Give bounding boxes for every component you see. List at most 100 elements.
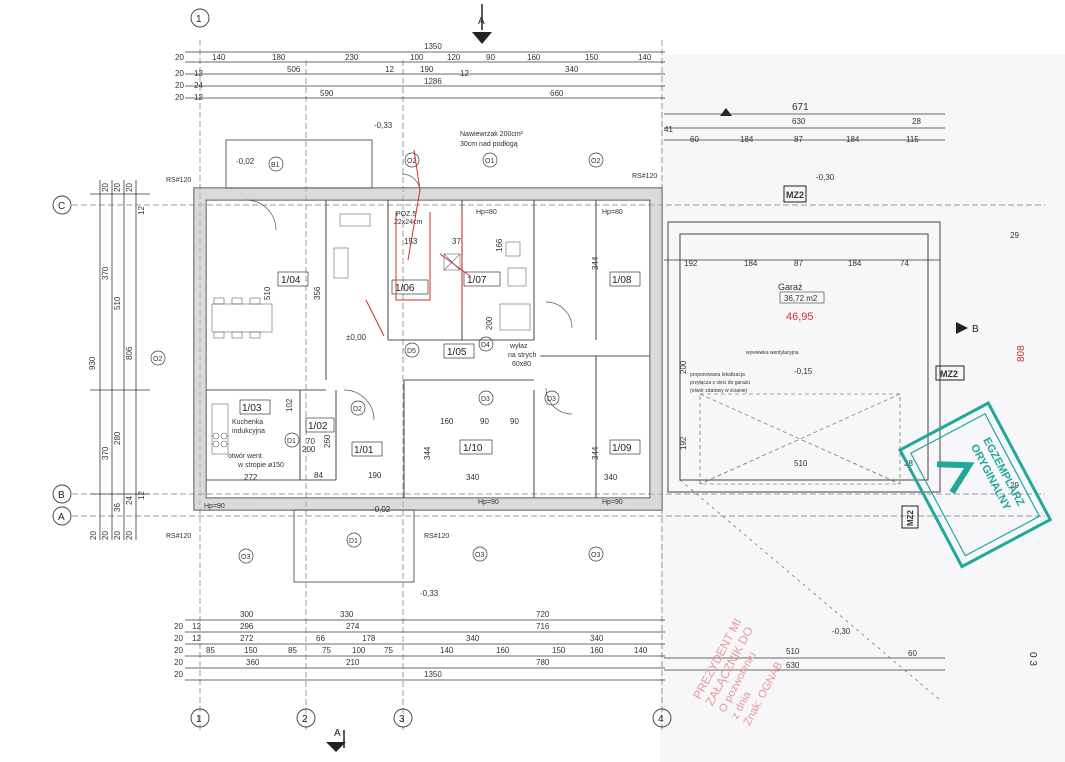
- rs-right-top: RS#120: [632, 173, 657, 180]
- garage-level-bottom: -0,30: [832, 627, 851, 636]
- el-d3b: D3: [547, 396, 556, 403]
- room-1-01: 1/01: [354, 445, 374, 456]
- el-d2: D2: [353, 406, 362, 413]
- dim-bot-272: 272: [240, 634, 254, 643]
- garage-dims-lines: [664, 113, 945, 671]
- el-o3b: O3: [475, 552, 484, 559]
- room-labels: 1/04 1/06 1/07 1/08 1/03 1/02 1/01 1/10 …: [242, 275, 632, 456]
- room-1-10: 1/10: [463, 443, 483, 454]
- el-o3a: O3: [241, 554, 250, 561]
- room-1-07: 1/07: [467, 275, 487, 286]
- level-top: -0,33: [374, 121, 393, 130]
- dim-bot-m7: 12: [192, 634, 201, 643]
- room-1-01-190: 190: [368, 471, 382, 480]
- dim-top-m7: 12: [194, 93, 203, 102]
- garage-dim-115: 115: [906, 135, 919, 144]
- dim-bot-85: 85: [206, 646, 215, 655]
- dim-bot-85b: 85: [288, 646, 297, 655]
- garage-note-3: przyłącza z sieci do garażu: [690, 380, 750, 386]
- hp90-2: Hp=90: [478, 499, 499, 506]
- dim-top-660: 660: [550, 89, 564, 98]
- el-o1: O1: [485, 158, 494, 165]
- dim-left-930: 930: [88, 356, 97, 370]
- dim-bot-m2: 20: [174, 634, 183, 643]
- dim-bot-m5: 20: [174, 670, 183, 679]
- axis-bubbles: [52, 8, 672, 728]
- room-1-10-344: 344: [423, 446, 432, 460]
- element-labels: B1 O2 O1 O2 O2 D2 D5 D4 D3 D3 D1 D1 O3 O…: [153, 158, 600, 561]
- dim-top-1286: 1286: [424, 77, 442, 86]
- room-tags: [239, 271, 641, 457]
- dim-bot-100: 100: [352, 646, 366, 655]
- vent-hole-2: w stropie: [237, 462, 266, 469]
- dim-left-20d: 20: [89, 531, 98, 540]
- rs-mid-bottom: RS#120: [424, 533, 449, 540]
- room-dims: 510 356 153 37 166 200 344 70 200 260 84…: [244, 237, 618, 482]
- el-o2c: O2: [153, 356, 162, 363]
- vent-sub: 30cm nad podłogą: [460, 141, 518, 148]
- room-1-06-37: 37: [452, 237, 461, 246]
- dim-bot-160b: 160: [590, 646, 604, 655]
- room-1-08: 1/08: [612, 275, 632, 286]
- dim-bot-716: 716: [536, 622, 550, 631]
- garage-area-red: 46,95: [786, 311, 814, 323]
- garage-inner-184: 184: [744, 259, 758, 268]
- dim-top-90: 90: [486, 53, 495, 62]
- garage-note-4: (otwór zdatowy w ścianie): [690, 388, 748, 394]
- dim-left-370b: 370: [101, 446, 110, 460]
- rs-left-bottom: RS#120: [166, 533, 191, 540]
- poz5: POZ.5: [396, 211, 416, 218]
- right-edge-text: 808 0 3: [1016, 345, 1038, 666]
- room-1-09-344: 344: [591, 446, 600, 460]
- dims-top-text: 1350 140 180 230 100 120 90 160 150 140 …: [175, 42, 652, 102]
- dim-top-140b: 140: [638, 53, 652, 62]
- dim-left-20f: 20: [113, 531, 122, 540]
- wylaz: wyłaz: [509, 343, 528, 350]
- el-d5: D5: [407, 348, 416, 355]
- dim-bot-140: 140: [440, 646, 454, 655]
- axis-row-b: B: [58, 490, 65, 501]
- axis-lines: [72, 204, 1045, 517]
- right-edge-03: 0 3: [1027, 652, 1038, 666]
- dim-left-20b: 20: [113, 183, 122, 192]
- el-d6: D1: [287, 438, 296, 445]
- garage-level: -0,15: [794, 367, 813, 376]
- garage-right-29a: 29: [1010, 231, 1019, 240]
- garage-labels: Garaż 36,72 m2 46,95 -0,15 -0,30 -0,30 w…: [690, 173, 851, 636]
- dim-top-m6: 24: [194, 81, 203, 90]
- room-1-04-510: 510: [263, 286, 272, 300]
- garage-note-2: proponowana lokalizacja: [690, 372, 745, 378]
- dims-bottom-text: 300 330 720 296 274 716 272 66 178 340 3…: [174, 610, 648, 679]
- section-markers: A A B: [326, 4, 979, 752]
- el-d3a: D3: [481, 396, 490, 403]
- dim-left-20a: 20: [101, 183, 110, 192]
- dim-bot-m4: 20: [174, 658, 183, 667]
- dim-bot-140b: 140: [634, 646, 648, 655]
- section-a-top: A: [478, 16, 485, 27]
- levels: -0,33 -0,33 -0,02 -0,02 ±0,00: [236, 121, 439, 598]
- dim-top-180: 180: [272, 53, 286, 62]
- dim-bot-720: 720: [536, 610, 550, 619]
- garage-inner-74: 74: [900, 259, 909, 268]
- garage-dim-87: 87: [794, 135, 803, 144]
- dims-left-text: 370 510 930 806 280 370 24 36 20 20 20 2…: [88, 183, 146, 540]
- axis-col-3: 3: [399, 714, 405, 725]
- dim-left-510: 510: [113, 296, 122, 310]
- dim-top-m4: 20: [175, 93, 184, 102]
- garage-sheet: [660, 55, 1065, 762]
- dim-left-24: 24: [125, 496, 134, 505]
- el-d1: D1: [349, 538, 358, 545]
- dim-left-20e: 20: [101, 531, 110, 540]
- dim-bot-150b: 150: [552, 646, 566, 655]
- red-vertical-808: 808: [1016, 345, 1027, 362]
- room-1-09-340: 340: [604, 473, 618, 482]
- mz2-tags: MZ2 MZ2 MZ2: [783, 185, 965, 529]
- room-1-07-166: 166: [495, 238, 504, 252]
- dim-left-370: 370: [101, 266, 110, 280]
- level-002b: -0,02: [372, 505, 391, 514]
- kitchen-1: Kuchenka: [232, 419, 263, 426]
- dim-top-150: 150: [585, 53, 599, 62]
- dim-top-m1: 20: [175, 53, 184, 62]
- dim-top-m5: 12: [194, 69, 203, 78]
- axis-col-4: 4: [658, 714, 664, 725]
